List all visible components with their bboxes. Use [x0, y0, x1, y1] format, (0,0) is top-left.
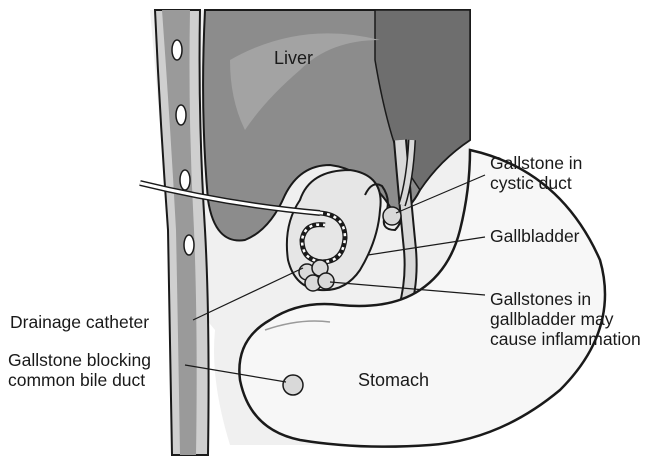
- callout-line: gallbladder may: [490, 309, 641, 329]
- callout-line: Gallstone blocking: [8, 350, 151, 370]
- stomach-label: Stomach: [358, 370, 429, 390]
- callout-gallstones-in-gallbladder: Gallstones in gallbladder may cause infl…: [490, 289, 641, 349]
- callout-gallbladder: Gallbladder: [490, 226, 580, 246]
- callout-line: Drainage catheter: [10, 312, 149, 332]
- callout-line: Gallbladder: [490, 226, 580, 246]
- gallstone-common-bile-duct: [283, 375, 303, 395]
- callout-line: Gallstone in: [490, 153, 582, 173]
- callout-line: cause inflammation: [490, 329, 641, 349]
- callout-drainage-catheter: Drainage catheter: [10, 312, 149, 332]
- gallstone-cystic-duct: [383, 207, 401, 225]
- callout-line: common bile duct: [8, 370, 151, 390]
- liver-label: Liver: [274, 48, 313, 68]
- callout-gallstone-cystic-duct: Gallstone in cystic duct: [490, 153, 582, 193]
- callout-gallstone-common-bile-duct: Gallstone blocking common bile duct: [8, 350, 151, 390]
- callout-line: cystic duct: [490, 173, 582, 193]
- callout-line: Gallstones in: [490, 289, 641, 309]
